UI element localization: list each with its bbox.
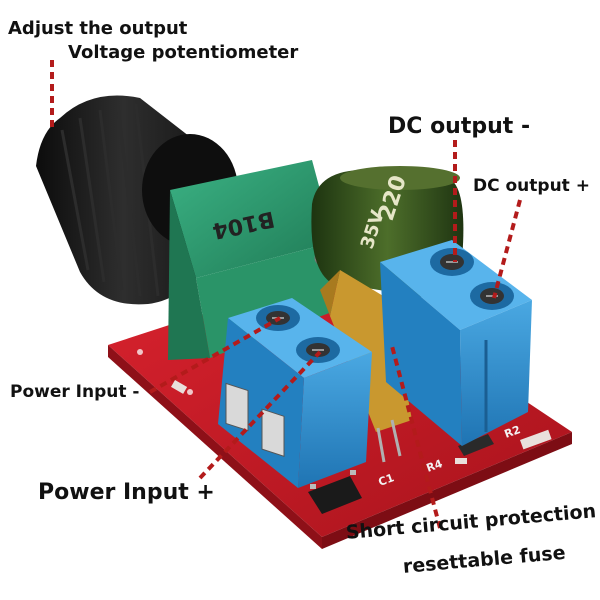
power-input-terminal <box>218 298 372 488</box>
potentiometer-body <box>168 160 334 360</box>
power-input-minus-label: Power Input - <box>10 382 140 402</box>
dc-output-minus-label: DC output - <box>388 114 531 139</box>
smd-chip <box>308 470 362 514</box>
silk-r4: R4 <box>425 457 445 475</box>
smd-resistor <box>458 434 494 456</box>
silk-r2: R2 <box>503 423 523 441</box>
dc-output-plus-label: DC output + <box>473 176 590 196</box>
power-input-plus-label: Power Input + <box>38 480 215 505</box>
voltage-potentiometer-label: Voltage potentiometer <box>68 42 299 63</box>
silk-c1: C1 <box>377 471 396 489</box>
leader-lines <box>50 60 522 529</box>
dc-output-terminal <box>380 240 532 446</box>
adjust-output-label: Adjust the output <box>8 18 188 39</box>
